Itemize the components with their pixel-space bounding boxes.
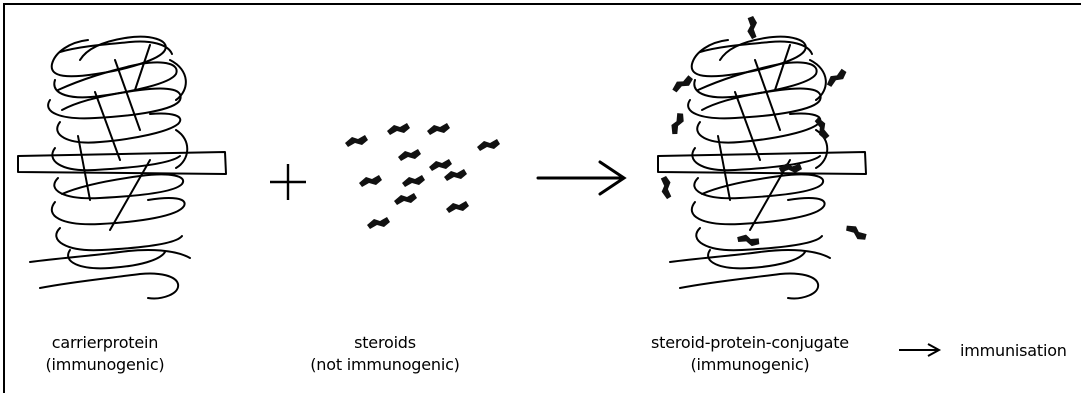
steroid-molecule	[477, 139, 500, 151]
steroid-molecule	[402, 175, 425, 187]
carrier-protein-coil	[18, 37, 226, 299]
carrier-caption-line1: carrierprotein	[30, 332, 180, 354]
steroid-molecule	[367, 217, 390, 229]
steroid-molecule	[345, 135, 368, 147]
conjugate-caption-line2: (immunogenic)	[630, 354, 870, 376]
immunisation-label: immunisation	[960, 340, 1067, 362]
steroid-molecule	[427, 123, 450, 135]
steroid-molecule	[446, 201, 469, 213]
attached-steroids	[659, 15, 869, 250]
carrier-caption-line2: (immunogenic)	[30, 354, 180, 376]
steroids-caption: steroids (not immunogenic)	[310, 332, 460, 376]
steroid-molecule	[429, 159, 452, 171]
steroid-molecule	[394, 193, 417, 205]
steroids-caption-line1: steroids	[310, 332, 460, 354]
immunisation-label-text: immunisation	[960, 340, 1067, 362]
steroids-caption-line2: (not immunogenic)	[310, 354, 460, 376]
steroid-molecules	[345, 123, 500, 229]
plus-icon	[270, 164, 306, 200]
steroid-molecule	[444, 169, 467, 181]
steroid-molecule	[359, 175, 382, 187]
steroid-molecule	[398, 149, 421, 161]
small-arrow-icon	[899, 344, 939, 356]
steroid-molecule	[387, 123, 410, 135]
right-arrow-icon	[538, 162, 624, 194]
conjugate-caption: steroid-protein-conjugate (immunogenic)	[630, 332, 870, 376]
carrier-caption: carrierprotein (immunogenic)	[30, 332, 180, 376]
conjugate-caption-line1: steroid-protein-conjugate	[630, 332, 870, 354]
